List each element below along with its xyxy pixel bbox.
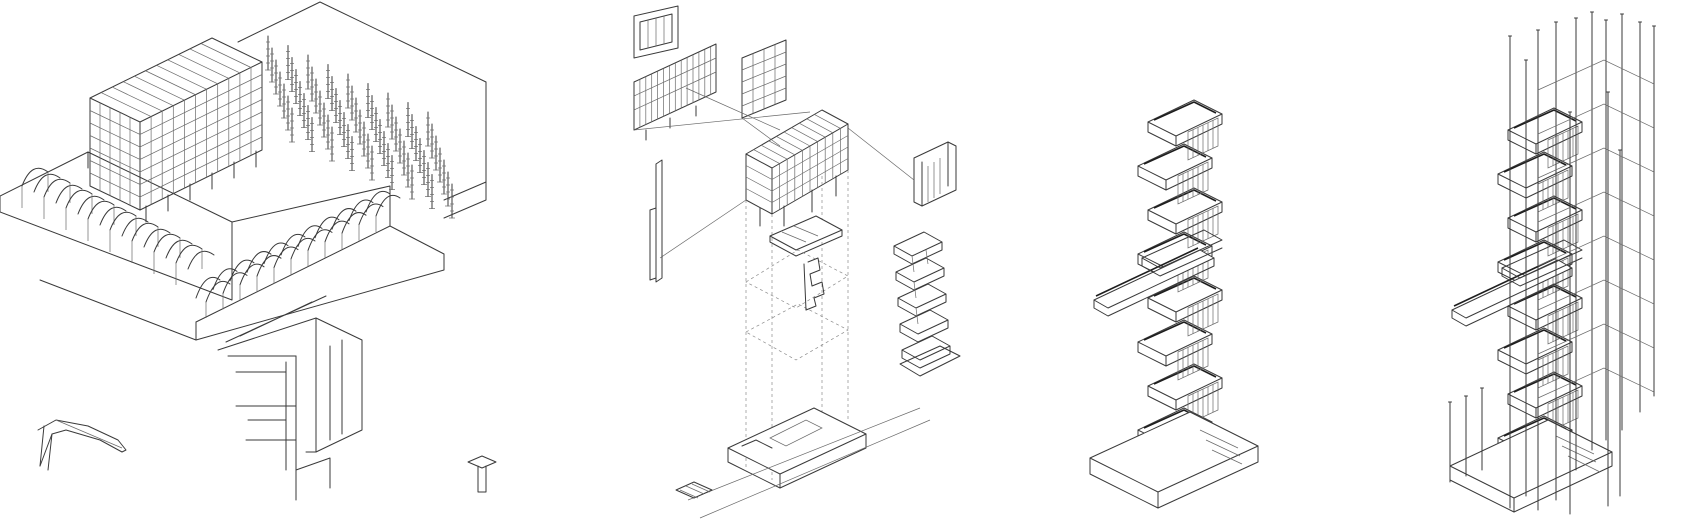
campus-plinth [0, 1, 487, 341]
stair-tower-with-columns-axonometric [1448, 11, 1656, 515]
column-detail [467, 455, 497, 493]
framed-block [89, 37, 263, 223]
facade-panel-top [633, 5, 679, 59]
facade-panel-right [741, 39, 787, 119]
vault-arcade [21, 167, 401, 318]
facade-panel-left [633, 43, 717, 141]
core-stair [803, 257, 825, 311]
campus-axonometric [0, 1, 497, 501]
column-field [265, 35, 455, 219]
projection-lines [633, 87, 915, 480]
exploded-stair-tower [893, 231, 961, 377]
stair-tower-axonometric [1089, 99, 1259, 509]
tall-wall [649, 159, 663, 283]
frame-fragment-detail [217, 295, 363, 501]
vault-rib-detail [37, 419, 127, 471]
exploded-framed-block [745, 109, 849, 227]
floor-plates [745, 215, 849, 361]
facade-panel-side [913, 141, 957, 207]
ground-podium [675, 407, 931, 519]
exploded-axonometric [633, 5, 961, 519]
